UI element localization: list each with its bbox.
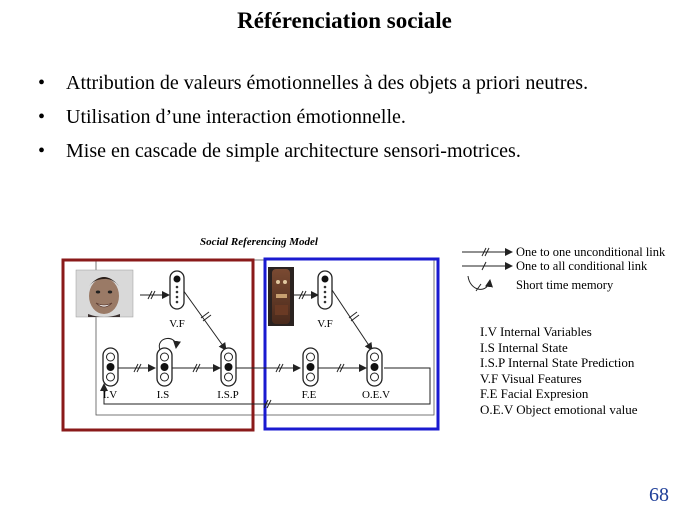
bullet-item: • Attribution de valeurs émotionnelles à… [38,70,648,96]
legend-label: Short time memory [516,278,614,292]
label-vf-left: V.F [169,318,184,330]
slide-title: Référenciation sociale [237,8,452,33]
one-to-one-link-icon [462,247,513,257]
definition-item: O.E.V Object emotional value [480,401,638,417]
short-term-memory-icon [467,275,493,292]
node-vf-left [169,270,185,310]
page-number: 68 [649,484,669,506]
label-oev: O.E.V [362,389,390,401]
legend-label: One to all conditional link [516,259,648,273]
bullet-dot: • [38,106,46,128]
label-fe: F.E [302,389,317,401]
node-iv [102,347,119,387]
one-to-all-link-icon [462,261,513,271]
label-isp: I.S.P [217,389,238,401]
definition-item: F.E Facial Expresion [480,386,589,401]
bullet-text: Mise en cascade de simple architecture s… [66,140,521,162]
label-vf-right: V.F [317,318,332,330]
bullet-text: Utilisation d’une interaction émotionnel… [66,106,406,128]
node-isp [220,347,237,387]
left-highlight-box [61,258,255,432]
right-highlight-box [263,257,440,431]
label-is: I.S [157,389,170,401]
definition-item: V.F Visual Features [480,370,582,386]
bullet-dot: • [38,72,46,94]
links [100,289,431,409]
node-vf-right [317,270,333,310]
definitions-list: I.V Internal Variables I.S Internal Stat… [480,324,638,417]
face-photo [75,269,134,318]
definition-item: I.S.P Internal State Prediction [480,355,635,370]
label-iv: I.V [103,389,117,401]
bullet-item: • Mise en cascade de simple architecture… [38,138,648,164]
bullet-dot: • [38,140,46,162]
definition-item: I.V Internal Variables [480,324,592,339]
node-oev [366,347,383,387]
legend-label: One to one unconditional link [516,245,666,259]
node-fe [302,347,319,387]
node-is [156,347,173,387]
diagram-title: Social Referencing Model [200,236,319,248]
bullet-list: • Attribution de valeurs émotionnelles à… [38,70,648,172]
definition-item: I.S Internal State [480,339,568,355]
totem-photo [268,267,294,326]
bullet-item: • Utilisation d’une interaction émotionn… [38,104,648,130]
bullet-text: Attribution de valeurs émotionnelles à d… [66,72,589,94]
